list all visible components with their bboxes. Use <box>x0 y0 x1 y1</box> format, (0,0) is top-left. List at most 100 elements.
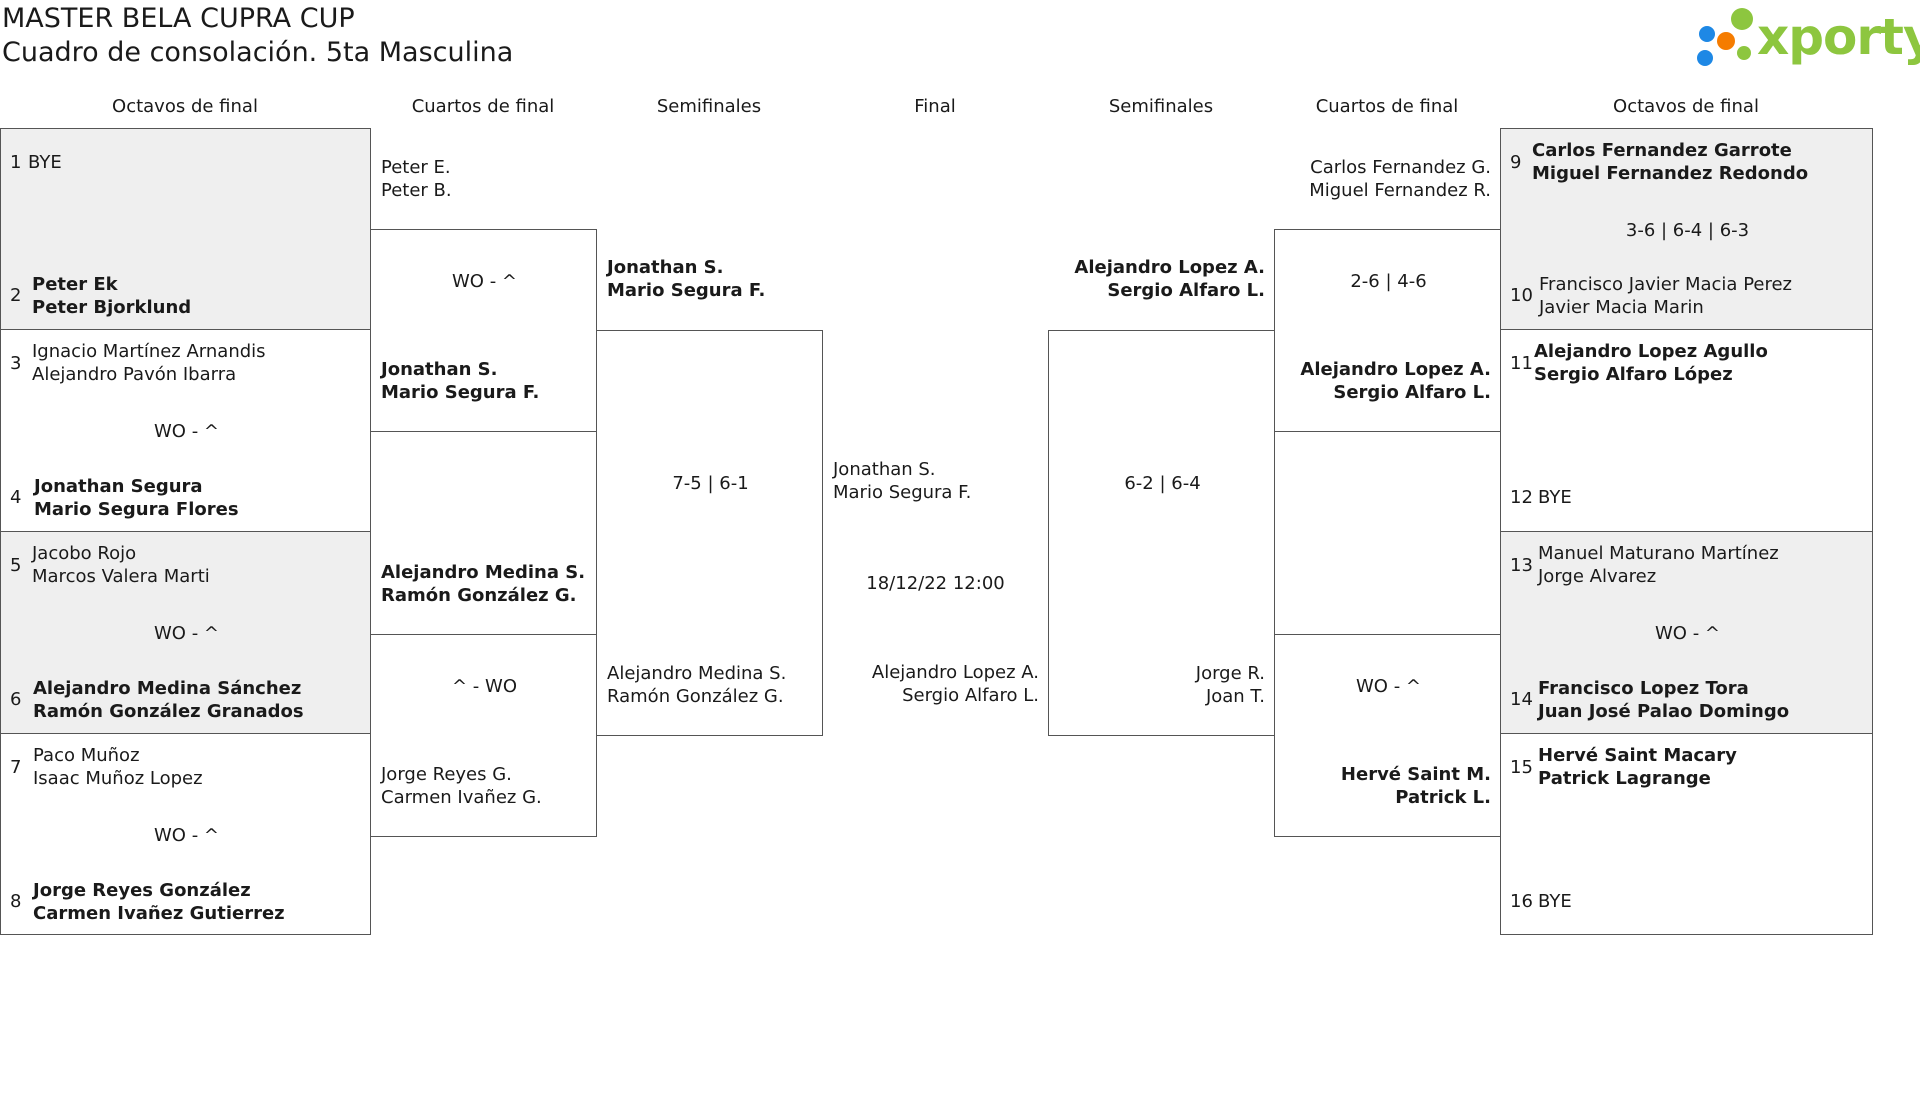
player-name: Peter E. <box>381 157 451 178</box>
header-right-semis: Semifinales <box>1108 96 1214 117</box>
logo-dot-orange <box>1717 32 1735 50</box>
seed-3: 3 <box>10 353 22 374</box>
page-title: MASTER BELA CUPRA CUP <box>2 3 355 34</box>
match-left-r16-2: 3 Ignacio Martínez Arnandis Alejandro Pa… <box>0 329 371 532</box>
player-name: Juan José Palao Domingo <box>1538 701 1790 722</box>
player-name: Isaac Muñoz Lopez <box>33 768 203 789</box>
player-bye: BYE <box>1538 487 1572 508</box>
team-right-sf-2: Jorge R. Joan T. <box>1049 662 1265 708</box>
header-left-semis: Semifinales <box>656 96 762 117</box>
match-score: WO - ^ <box>1655 623 1720 644</box>
header-right-octavos: Octavos de final <box>1613 96 1759 117</box>
player-name: Alejandro Medina S. <box>381 562 586 583</box>
match-left-r16-4: 7 Paco Muñoz Isaac Muñoz Lopez WO - ^ 8 … <box>0 733 371 935</box>
player-name: Carlos Fernandez G. <box>1310 157 1491 178</box>
header-left-octavos: Octavos de final <box>112 96 258 117</box>
player-name: Ramón González Granados <box>33 701 304 722</box>
player-name: Paco Muñoz <box>33 745 140 766</box>
player-name: Francisco Lopez Tora <box>1538 678 1749 699</box>
header-final: Final <box>914 96 956 117</box>
team-left-qf-3: Alejandro Medina S. Ramón González G. <box>381 561 585 607</box>
player-name: Jacobo Rojo <box>32 543 137 564</box>
player-name: Sergio Alfaro L. <box>902 685 1039 706</box>
player-name: Ramón González G. <box>381 585 577 606</box>
team-left-qf-4: Jorge Reyes G. Carmen Ivañez G. <box>381 763 542 809</box>
player-name: Jorge Alvarez <box>1538 566 1657 587</box>
match-right-qf-2: WO - ^ Hervé Saint M. Patrick L. <box>1274 634 1501 837</box>
team-4: Jonathan Segura Mario Segura Flores <box>34 475 239 521</box>
team-14: Francisco Lopez Tora Juan José Palao Dom… <box>1538 677 1789 723</box>
match-left-r16-3: 5 Jacobo Rojo Marcos Valera Marti WO - ^… <box>0 531 371 734</box>
player-name: Jorge R. <box>1195 663 1265 684</box>
player-name: Alejandro Medina Sánchez <box>33 678 302 699</box>
team-final-1: Jonathan S. Mario Segura F. <box>833 458 971 504</box>
player-name: Alejandro Lopez A. <box>871 662 1039 683</box>
player-name: Ramón González G. <box>607 686 784 707</box>
team-11: Alejandro Lopez Agullo Sergio Alfaro Lóp… <box>1534 340 1768 386</box>
player-name: Sergio Alfaro L. <box>1333 382 1491 403</box>
seed-12: 12 <box>1510 487 1533 508</box>
player-name: Manuel Maturano Martínez <box>1538 543 1779 564</box>
seed-2: 2 <box>10 285 22 306</box>
match-left-r16-1: 1 BYE 2 Peter Ek Peter Bjorklund <box>0 128 371 330</box>
seed-10: 10 <box>1510 285 1533 306</box>
match-score: 6-2 | 6-4 <box>1124 473 1201 494</box>
xporty-logo: xporty <box>1695 4 1920 70</box>
team-right-qf-1: Carlos Fernandez G. Miguel Fernandez R. <box>1274 156 1491 202</box>
team-2: Peter Ek Peter Bjorklund <box>32 273 191 319</box>
match-score: 3-6 | 6-4 | 6-3 <box>1625 220 1750 241</box>
team-7: Paco Muñoz Isaac Muñoz Lopez <box>33 744 203 790</box>
player-name: Joan T. <box>1205 686 1265 707</box>
team-left-sf-1: Jonathan S. Mario Segura F. <box>607 256 765 302</box>
team-left-qf-1: Peter E. Peter B. <box>381 156 452 202</box>
team-right-qf-4: Hervé Saint M. Patrick L. <box>1275 763 1491 809</box>
team-left-qf-2: Jonathan S. Mario Segura F. <box>381 358 539 404</box>
player-name: Alejandro Medina S. <box>607 663 787 684</box>
final-datetime: 18/12/22 12:00 <box>866 573 1005 594</box>
seed-14: 14 <box>1510 689 1533 710</box>
match-score: WO - ^ <box>154 421 219 442</box>
header-right-cuartos: Cuartos de final <box>1315 96 1459 117</box>
player-name: Javier Macia Marin <box>1539 297 1704 318</box>
seed-6: 6 <box>10 689 22 710</box>
match-left-qf-1: WO - ^ Jonathan S. Mario Segura F. <box>370 229 597 432</box>
match-score: WO - ^ <box>452 271 517 292</box>
header-left-cuartos: Cuartos de final <box>411 96 555 117</box>
team-9: Carlos Fernandez Garrote Miguel Fernande… <box>1532 139 1808 185</box>
player-name: Alejandro Lopez A. <box>1300 359 1491 380</box>
team-15: Hervé Saint Macary Patrick Lagrange <box>1538 744 1737 790</box>
player-name: Alejandro Pavón Ibarra <box>32 364 237 385</box>
player-name: Patrick L. <box>1395 787 1491 808</box>
match-right-sf: 6-2 | 6-4 Jorge R. Joan T. <box>1048 330 1275 736</box>
team-5: Jacobo Rojo Marcos Valera Marti <box>32 542 210 588</box>
team-13: Manuel Maturano Martínez Jorge Alvarez <box>1538 542 1779 588</box>
match-score: ^ - WO <box>452 676 517 697</box>
match-right-r16-4: 15 Hervé Saint Macary Patrick Lagrange 1… <box>1500 733 1873 935</box>
seed-9: 9 <box>1510 152 1522 173</box>
player-name: Peter B. <box>381 180 452 201</box>
player-name: Alejandro Lopez Agullo <box>1534 341 1768 362</box>
player-name: Jonathan S. <box>833 459 936 480</box>
player-name: Jonathan S. <box>607 257 724 278</box>
player-name: Jorge Reyes G. <box>381 764 512 785</box>
player-name: Mario Segura Flores <box>34 499 239 520</box>
player-name: Miguel Fernandez Redondo <box>1532 163 1809 184</box>
team-left-sf-2: Alejandro Medina S. Ramón González G. <box>607 662 786 708</box>
player-name: Mario Segura F. <box>381 382 540 403</box>
player-name: Marcos Valera Marti <box>32 566 210 587</box>
player-name: Peter Bjorklund <box>32 297 192 318</box>
player-bye: BYE <box>28 152 62 173</box>
seed-11: 11 <box>1510 353 1533 374</box>
player-name: Miguel Fernandez R. <box>1309 180 1491 201</box>
match-score: WO - ^ <box>154 623 219 644</box>
player-name: Jorge Reyes González <box>33 880 251 901</box>
player-name: Sergio Alfaro López <box>1534 364 1733 385</box>
team-final-2: Alejandro Lopez A. Sergio Alfaro L. <box>822 661 1039 707</box>
player-name: Sergio Alfaro L. <box>1107 280 1265 301</box>
player-name: Ignacio Martínez Arnandis <box>32 341 266 362</box>
logo-text: xporty <box>1757 8 1920 66</box>
tournament-title: MASTER BELA CUPRA CUP Cuadro de consolac… <box>2 2 513 70</box>
player-name: Patrick Lagrange <box>1538 768 1711 789</box>
player-name: Francisco Javier Macia Perez <box>1539 274 1793 295</box>
seed-16: 16 <box>1510 891 1533 912</box>
